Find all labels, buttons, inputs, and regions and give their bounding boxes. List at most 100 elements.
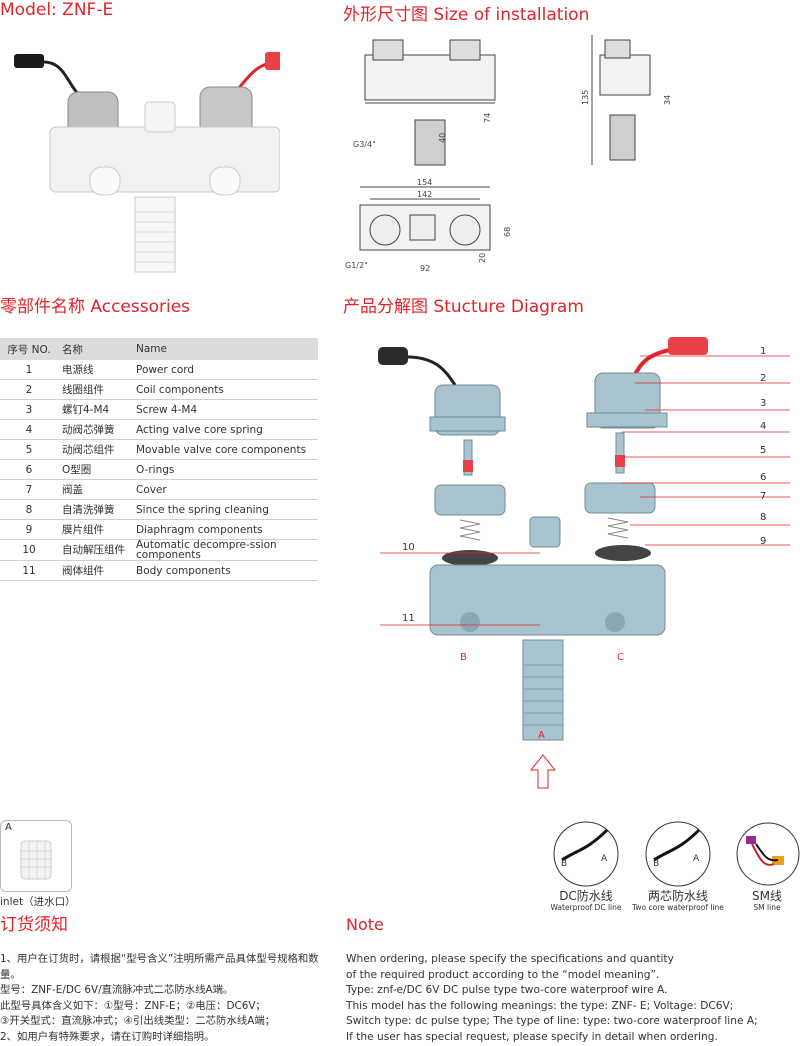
callout-1: 1	[760, 346, 767, 357]
two-core-waterproof-wire-image	[645, 821, 711, 887]
row-no: 3	[0, 399, 58, 420]
port-b-label: B	[460, 652, 467, 663]
sm-wire-image	[736, 822, 800, 886]
row-no: 10	[0, 539, 58, 561]
ordering-line-3: 此型号具体含义如下：①型号：ZNF-E；②电压：DC6V；	[0, 999, 266, 1012]
dim-20: 20	[478, 253, 487, 263]
note-line-3: Type: znf-e/DC 6V DC pulse type two-core…	[346, 984, 668, 997]
callout-7: 7	[760, 491, 767, 502]
note-line-5: Switch type: dc pulse type; The type of …	[346, 1015, 758, 1028]
callout-3: 3	[760, 398, 767, 409]
row-no: 11	[0, 560, 58, 581]
row-cn: 电源线	[58, 360, 132, 380]
ordering-line-4: ③开关型式：直流脉冲式；④引出线类型：二芯防水线A端；	[0, 1015, 276, 1028]
row-no: 9	[0, 519, 58, 540]
ordering-title: 订货须知	[0, 915, 68, 935]
callout-10: 10	[402, 542, 415, 553]
callout-6: 6	[760, 472, 767, 483]
callout-4: 4	[760, 421, 767, 432]
row-cn: 阀体组件	[58, 560, 132, 581]
note-line-6: If the user has special request, please …	[346, 1030, 718, 1043]
table-header-row: 序号 NO. 名称 Name	[0, 338, 318, 360]
callout-5: 5	[760, 445, 767, 456]
row-cn: 螺钉4-M4	[58, 399, 132, 420]
row-cn: 自清洗弹簧	[58, 499, 132, 520]
row-no: 1	[0, 360, 58, 380]
ordering-line-5: 2、如用户有特殊要求，请在订购时详细指明。	[0, 1030, 215, 1043]
two-core-wire-b: B	[653, 859, 660, 869]
note-line-2: of the required product according to the…	[346, 968, 660, 981]
dim-154: 154	[417, 178, 432, 187]
dim-g34: G3/4"	[353, 140, 376, 149]
row-no: 5	[0, 439, 58, 460]
dc-wire-a: A	[601, 854, 608, 864]
inlet-caption: inlet（进水口）	[0, 896, 76, 908]
row-en: Since the spring cleaning	[132, 499, 318, 520]
row-en: Screw 4-M4	[132, 399, 318, 420]
header-en: Name	[132, 338, 318, 360]
note-line-1: When ordering, please specify the specif…	[346, 953, 674, 965]
two-core-wire-a: A	[693, 854, 700, 864]
header-no: 序号 NO.	[0, 338, 58, 360]
installation-title: 外形尺寸图 Size of installation	[343, 5, 590, 25]
exploded-diagram	[378, 337, 790, 789]
row-cn: O型圈	[58, 459, 132, 480]
ordering-line-1: 1、用户在订货时，请根据“型号含义”注明所需产品具体型号规格和数量。	[0, 953, 319, 981]
structure-title: 产品分解图 Stucture Diagram	[343, 297, 584, 317]
dim-135: 135	[581, 90, 590, 105]
row-en: Acting valve core spring	[132, 419, 318, 440]
callout-8: 8	[760, 512, 767, 523]
callout-2: 2	[760, 373, 767, 384]
product-photo	[14, 52, 280, 273]
sm-wire-cn: SM线	[752, 889, 782, 903]
row-en: Cover	[132, 479, 318, 500]
row-en: Power cord	[132, 360, 318, 380]
dim-92: 92	[420, 264, 430, 273]
sm-wire-en: SM line	[753, 903, 781, 912]
row-cn: 线圈组件	[58, 379, 132, 400]
two-core-wire-en: Two core waterproof line	[632, 903, 724, 912]
row-en: Movable valve core components	[132, 439, 318, 460]
inlet-letter: A	[5, 822, 12, 833]
dim-142: 142	[417, 190, 432, 199]
dc-wire-cn: DC防水线	[559, 889, 613, 903]
dim-74: 74	[483, 113, 492, 123]
accessories-title: 零部件名称 Accessories	[0, 297, 191, 317]
row-no: 4	[0, 419, 58, 440]
row-no: 6	[0, 459, 58, 480]
inlet-strainer-image	[20, 840, 52, 880]
row-en: Body components	[132, 560, 318, 581]
dc-wire-b: B	[561, 859, 568, 869]
row-no: 2	[0, 379, 58, 400]
row-cn: 自动解压组件	[58, 539, 132, 561]
row-no: 8	[0, 499, 58, 520]
row-cn: 动阀芯组件	[58, 439, 132, 460]
row-en: O-rings	[132, 459, 318, 480]
note-title: Note	[346, 915, 384, 934]
dc-waterproof-wire-image	[553, 821, 619, 887]
row-cn: 动阀芯弹簧	[58, 419, 132, 440]
row-cn: 阀盖	[58, 479, 132, 500]
dim-40: 40	[438, 133, 447, 143]
dim-g12: G1/2"	[345, 261, 368, 270]
row-no: 7	[0, 479, 58, 500]
note-line-4: This model has the following meanings: t…	[346, 999, 734, 1012]
row-en: Automatic decompre-ssion components	[132, 539, 318, 561]
ordering-line-2: 型号：ZNF-E/DC 6V/直流脉冲式二芯防水线A端。	[0, 984, 234, 997]
ordering-text: 1、用户在订货时，请根据“型号含义”注明所需产品具体型号规格和数量。 型号：ZN…	[0, 952, 330, 1046]
two-core-wire-cn: 两芯防水线	[647, 889, 708, 903]
model-title: Model: ZNF-E	[0, 0, 114, 20]
callout-11: 11	[402, 613, 415, 624]
inlet-box: A	[0, 820, 72, 892]
